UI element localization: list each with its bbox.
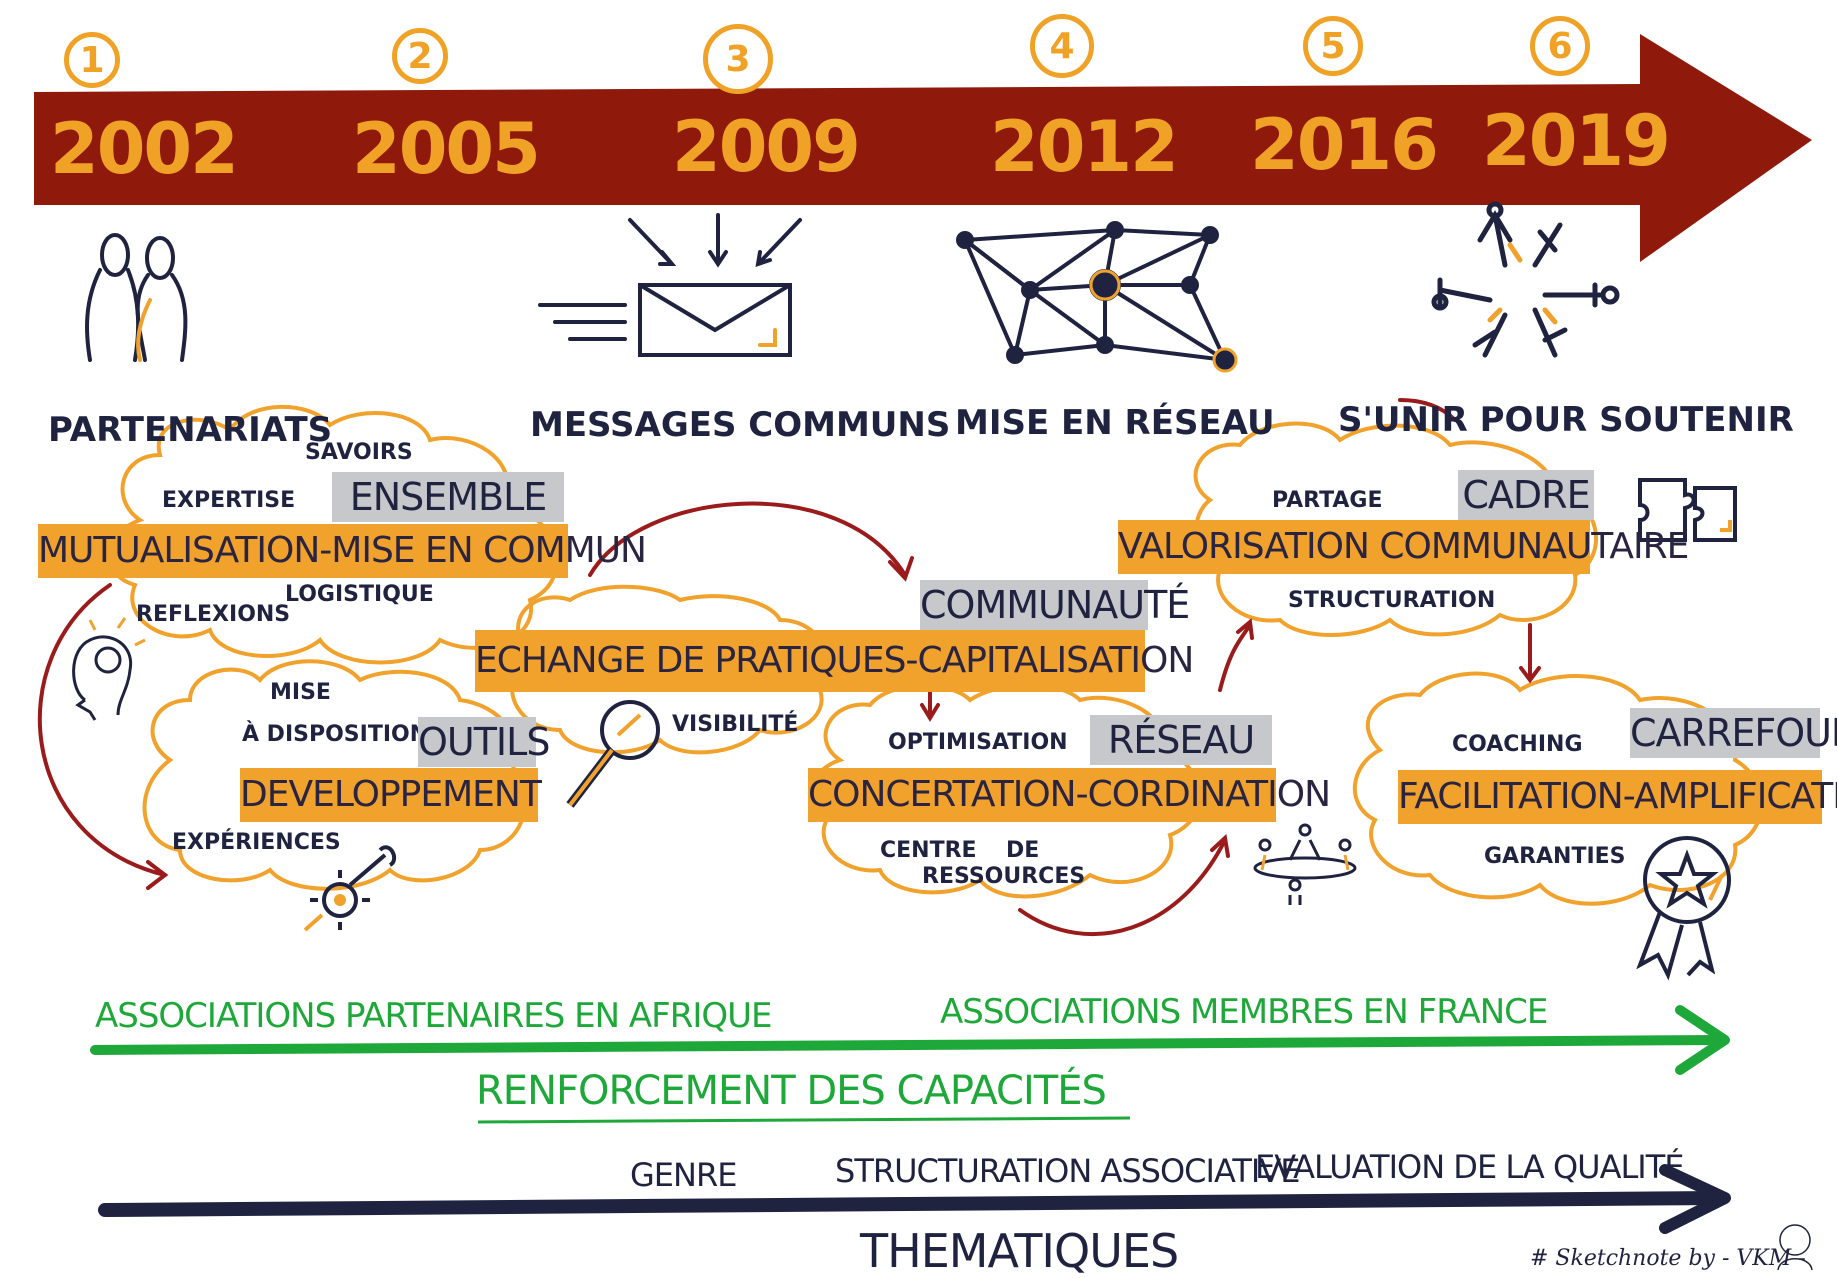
label-facilitation: FACILITATION-AMPLIFICATION xyxy=(1398,770,1837,824)
envelope-icon xyxy=(538,213,802,357)
section-title-messages: MESSAGES COMMUNS xyxy=(530,405,951,445)
year-2016: 2016 xyxy=(1250,104,1439,186)
tag-carrefour: CARREFOUR xyxy=(1630,708,1837,758)
flow-arrow-5 xyxy=(1218,623,1252,692)
word-savoirs: SAVOIRS xyxy=(305,440,413,465)
word-reflexions: REFLEXIONS xyxy=(136,602,291,627)
label-concertation: CONCERTATION-CORDINATION xyxy=(808,768,1331,822)
topic-genre: GENRE xyxy=(630,1156,737,1194)
green-label-france: ASSOCIATIONS MEMBRES EN FRANCE xyxy=(940,992,1548,1032)
step-number-5: 5 xyxy=(1303,16,1363,76)
network-icon xyxy=(956,221,1238,373)
step-number-3: 3 xyxy=(703,24,773,94)
word-optimisation: OPTIMISATION xyxy=(888,730,1068,755)
navy-arrow xyxy=(98,1191,1727,1217)
label-valorisation: VALORISATION COMMUNAUTAIRE xyxy=(1118,520,1689,574)
word-coaching: COACHING xyxy=(1452,732,1583,757)
green-arrow xyxy=(90,1035,1725,1055)
word-visibilite: VISIBILITÉ xyxy=(672,712,799,737)
green-underline xyxy=(477,1116,1131,1124)
gear-tools-icon xyxy=(303,845,397,932)
navy-label-thematiques: THEMATIQUES xyxy=(860,1224,1179,1278)
flow-arrow-4 xyxy=(1018,838,1227,936)
cloud-facilitation-outline xyxy=(1352,671,1764,906)
year-2002: 2002 xyxy=(50,108,239,190)
label-developpement: DEVELOPPEMENT xyxy=(240,768,542,822)
word-garanties: GARANTIES xyxy=(1484,844,1626,869)
step-number-2: 2 xyxy=(392,28,448,84)
timeline-arrow xyxy=(34,34,1812,262)
tag-cadre: CADRE xyxy=(1458,470,1594,520)
flow-arrow-1 xyxy=(37,583,167,877)
label-echange: ECHANGE DE PRATIQUES-CAPITALISATION xyxy=(475,630,1194,692)
green-label-afrique: ASSOCIATIONS PARTENAIRES EN AFRIQUE xyxy=(95,996,772,1036)
puzzle-icon xyxy=(1638,478,1737,542)
word-experiences: EXPÉRIENCES xyxy=(172,830,341,855)
step-number-6: 6 xyxy=(1530,16,1590,76)
topic-structuration: STRUCTURATION ASSOCIATIVE xyxy=(835,1152,1300,1190)
step-number-4: 4 xyxy=(1030,14,1094,78)
magnifier-icon xyxy=(566,700,660,808)
flow-arrow-2 xyxy=(588,501,907,577)
tag-outils: OUTILS xyxy=(418,717,550,767)
round-table-icon xyxy=(1253,823,1357,905)
word-de: DE xyxy=(1006,838,1040,863)
tag-reseau: RÉSEAU xyxy=(1090,715,1272,765)
award-icon xyxy=(1636,836,1731,981)
sketchnote-credit: # Sketchnote by - VKM - xyxy=(1530,1246,1806,1271)
section-title-unir: S'UNIR POUR SOUTENIR xyxy=(1338,400,1794,440)
word-centre: CENTRE xyxy=(880,838,977,863)
year-2005: 2005 xyxy=(352,108,541,190)
author-doodle-icon xyxy=(1777,1224,1813,1271)
tag-communaute: COMMUNAUTÉ xyxy=(920,580,1190,630)
section-title-partenariats: PARTENARIATS xyxy=(48,410,333,450)
year-2019: 2019 xyxy=(1482,100,1671,182)
partners-icon xyxy=(85,233,188,362)
people-circle-icon xyxy=(1431,201,1620,358)
step-number-1: 1 xyxy=(64,32,120,88)
word-a-disposition: À DISPOSITION xyxy=(242,722,429,747)
word-logistique: LOGISTIQUE xyxy=(285,582,434,607)
flow-arrow-6 xyxy=(1398,398,1457,422)
tag-ensemble: ENSEMBLE xyxy=(332,472,564,522)
section-title-reseau: MISE EN RÉSEAU xyxy=(955,403,1275,443)
green-label-renforcement: RENFORCEMENT DES CAPACITÉS xyxy=(476,1068,1107,1114)
topic-evaluation: EVALUATION DE LA QUALITÉ xyxy=(1255,1148,1684,1186)
word-expertise: EXPERTISE xyxy=(162,488,296,513)
word-structuration: STRUCTURATION xyxy=(1288,588,1496,613)
year-2009: 2009 xyxy=(672,106,861,188)
head-brain-icon xyxy=(72,617,146,721)
word-partage: PARTAGE xyxy=(1272,488,1383,513)
word-ressources: RESSOURCES xyxy=(922,864,1086,889)
word-mise: MISE xyxy=(270,680,331,705)
label-mutualisation: MUTUALISATION-MISE EN COMMUN xyxy=(38,524,647,578)
year-2012: 2012 xyxy=(990,106,1179,188)
